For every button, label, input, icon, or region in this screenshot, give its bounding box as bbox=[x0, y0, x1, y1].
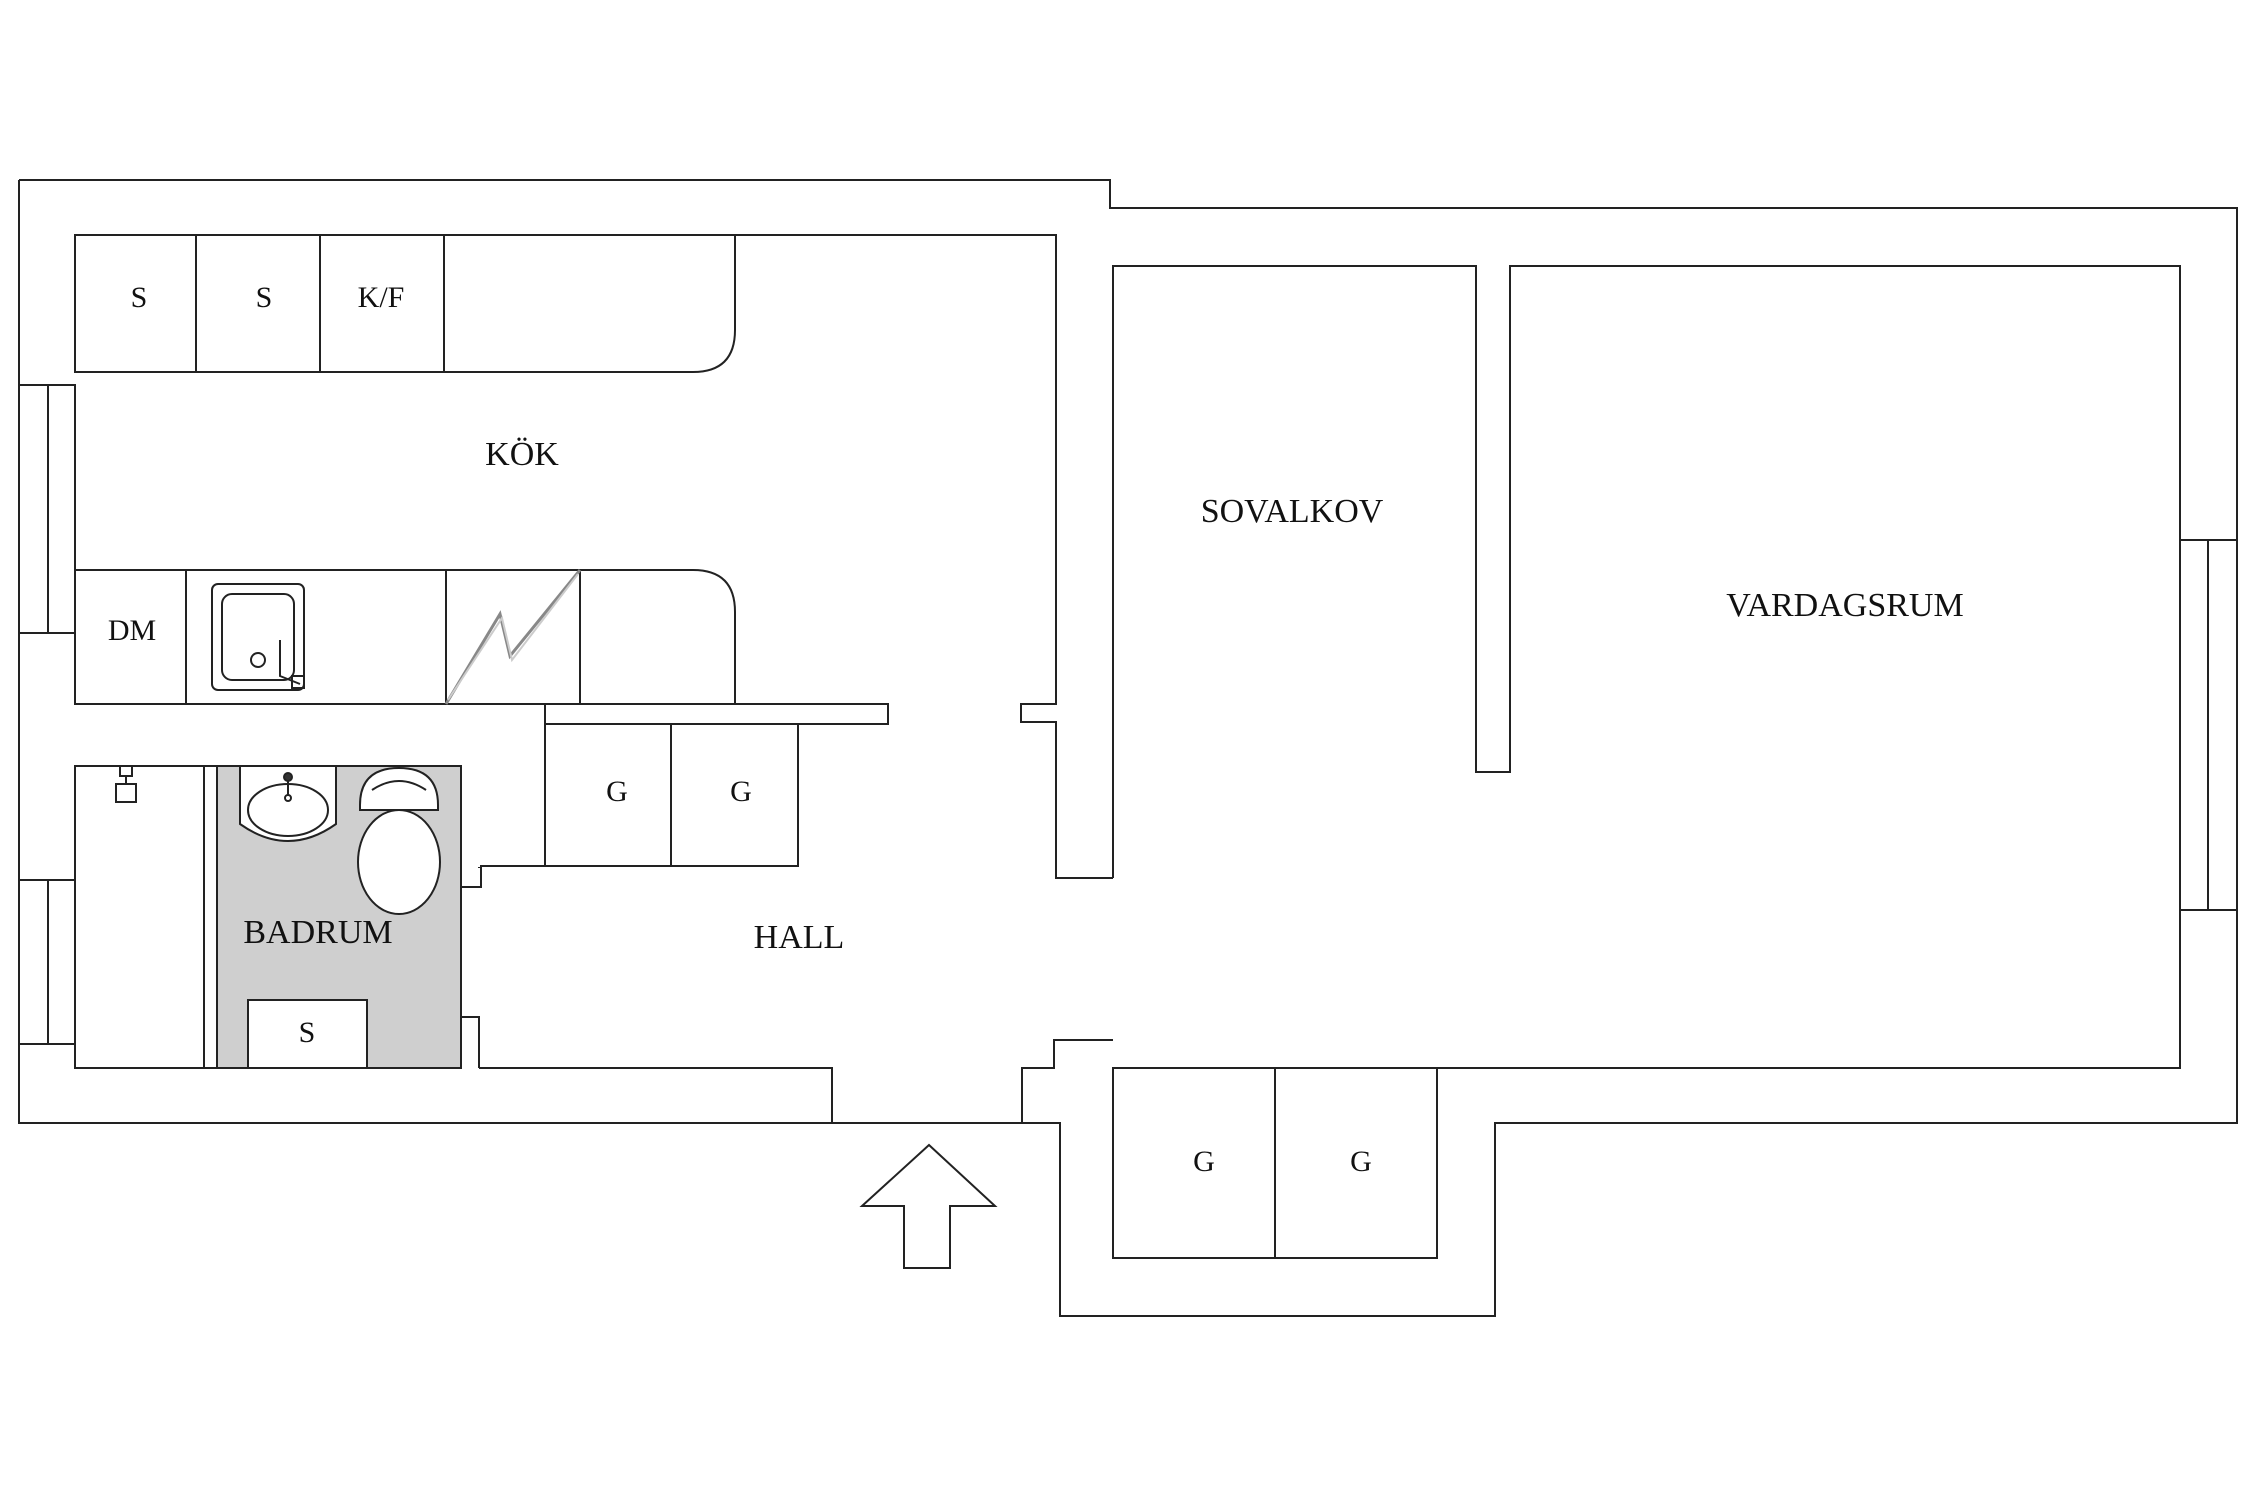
kitchen-wall bbox=[735, 234, 1113, 879]
alcove-label: SOVALKOV bbox=[1201, 493, 1384, 530]
dishwasher-label: DM bbox=[108, 614, 156, 647]
bath-closet bbox=[247, 999, 368, 1069]
bath-closet-label: S bbox=[299, 1016, 316, 1049]
outer-wall bbox=[18, 179, 2238, 1317]
kitchen-top-counter bbox=[74, 234, 736, 373]
toilet-icon bbox=[357, 766, 441, 915]
stove-icon bbox=[444, 569, 582, 705]
lower-closet-2-label: G bbox=[1350, 1145, 1372, 1178]
kitchen-top-3-label: K/F bbox=[358, 281, 405, 314]
lower-closet-1-label: G bbox=[1193, 1145, 1215, 1178]
bath-faucet-icon bbox=[115, 765, 137, 803]
alcove-walls bbox=[1112, 265, 2181, 1069]
hall-label: HALL bbox=[754, 919, 845, 956]
bathroom-label: BADRUM bbox=[243, 914, 392, 951]
entrance-arrow-icon bbox=[859, 1143, 998, 1269]
hall-closet-2-label: G bbox=[730, 775, 752, 808]
kitchen-top-2-label: S bbox=[256, 281, 273, 314]
living-room-label: VARDAGSRUM bbox=[1726, 587, 1963, 624]
kitchen-sink-icon bbox=[211, 583, 305, 691]
kitchen-bottom-counter bbox=[74, 569, 736, 705]
hall-closet-1-label: G bbox=[606, 775, 628, 808]
kitchen-top-1-label: S bbox=[131, 281, 148, 314]
kitchen-label: KÖK bbox=[485, 436, 559, 473]
bathroom-sink-icon bbox=[239, 765, 337, 842]
